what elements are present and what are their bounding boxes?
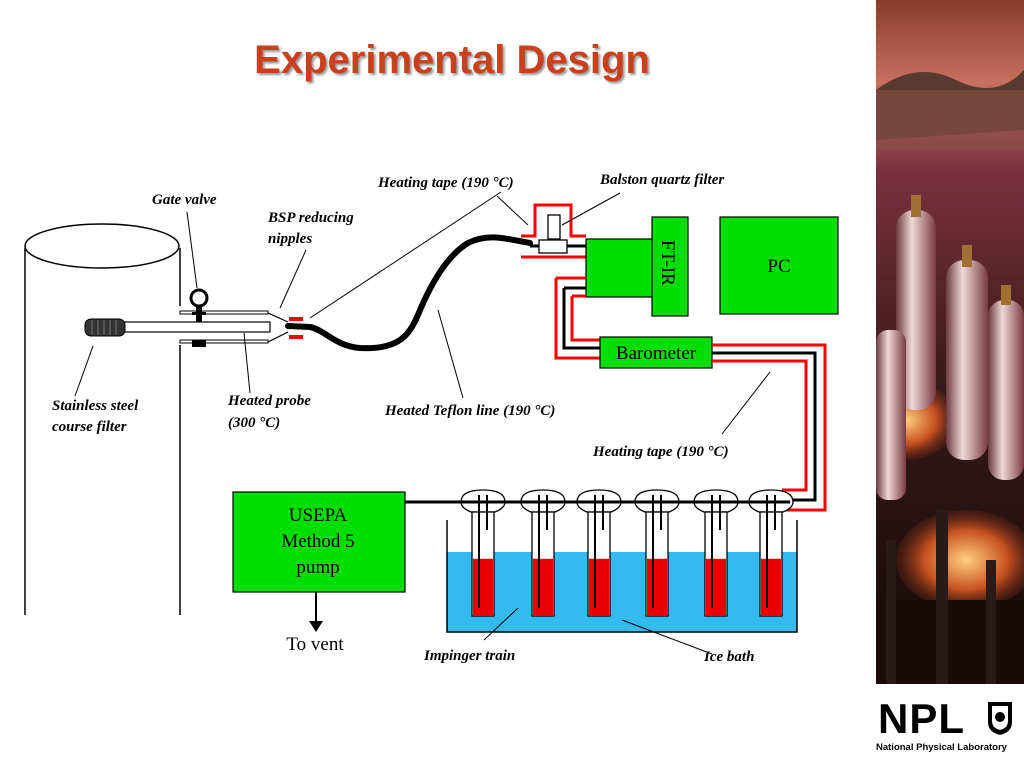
label-balston: Balston quartz filter	[599, 172, 724, 188]
pc-label: PC	[767, 256, 790, 277]
label-heated-probe-2: (300 °C)	[228, 415, 280, 431]
ftir-body	[585, 238, 654, 298]
stack	[24, 223, 181, 615]
slide-title: Experimental Design	[254, 38, 650, 82]
barometer-box	[599, 336, 713, 369]
heating-tape-filter	[521, 203, 586, 259]
label-stainless-1: Stainless steel	[52, 398, 139, 414]
impinger-liquid	[647, 558, 667, 616]
impinger-train	[460, 489, 794, 617]
pump-label-line2: Method 5	[281, 531, 354, 552]
label-teflon-line: Heated Teflon line (190 °C)	[384, 403, 555, 419]
label-ice-bath: Ice bath	[703, 649, 754, 665]
bsp-nipple-bottom	[289, 335, 303, 339]
heated-probe	[119, 310, 289, 344]
pc-box	[719, 216, 839, 315]
label-impinger-train: Impinger train	[423, 648, 515, 664]
label-heating-tape-right: Heating tape (190 °C)	[592, 444, 729, 460]
label-stainless-2: course filter	[52, 419, 127, 435]
label-heating-tape-top: Heating tape (190 °C)	[377, 175, 514, 191]
ftir-label: FT-IR	[657, 240, 678, 286]
npl-crest-icon	[988, 702, 1012, 735]
label-gate-valve: Gate valve	[152, 192, 217, 208]
to-vent-label: To vent	[286, 634, 344, 655]
impinger-liquid	[589, 558, 609, 616]
barometer-label: Barometer	[616, 343, 697, 364]
label-bsp-2: nipples	[268, 231, 312, 247]
bsp-nipple-top	[289, 317, 303, 321]
gate-valve	[189, 288, 209, 347]
impinger-liquid	[473, 558, 493, 616]
ice-bath	[447, 552, 797, 632]
label-heated-probe-1: Heated probe	[227, 393, 311, 409]
usepa-pump-box	[232, 491, 406, 593]
impinger-liquid	[761, 558, 781, 616]
impinger	[460, 489, 506, 617]
balston-filter	[530, 214, 586, 254]
label-bsp-1: BSP reducing	[267, 210, 354, 226]
pump-label-line1: USEPA	[289, 505, 348, 526]
pump-label-line3: pump	[296, 557, 339, 578]
impinger-liquid	[706, 558, 726, 616]
stainless-steel-filter	[84, 318, 126, 337]
ftir-box	[651, 216, 689, 317]
heated-teflon-line	[285, 234, 533, 352]
npl-logo-subtitle: National Physical Laboratory	[876, 742, 1007, 753]
impinger	[576, 489, 622, 617]
npl-logo-acronym: NPL	[878, 695, 965, 742]
impinger	[520, 489, 566, 617]
gas-cylinders-photo	[876, 0, 1024, 684]
pointer-lines	[74, 191, 771, 655]
impinger-liquid	[533, 558, 553, 616]
